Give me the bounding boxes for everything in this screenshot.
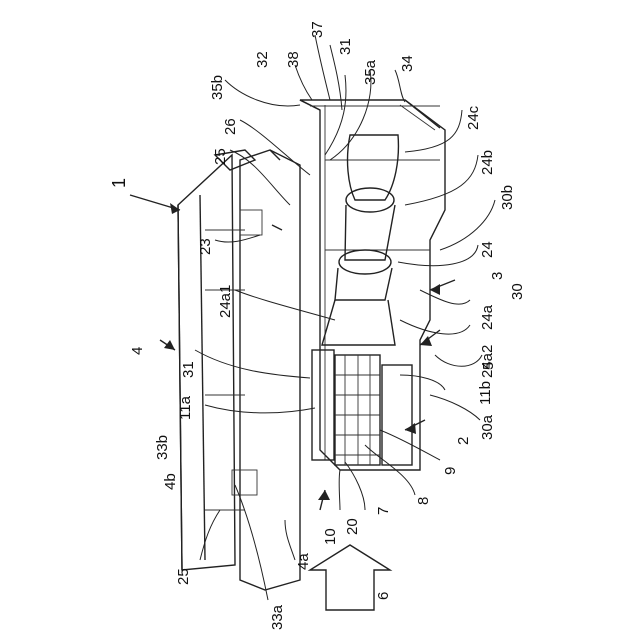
reference-labels: 1 2 3 4 4a 4b 5 6 7 8 9 10 11a 11b 20 23… xyxy=(109,21,526,630)
label-1: 1 xyxy=(109,178,129,188)
label-10: 10 xyxy=(322,528,339,545)
label-30b: 30b xyxy=(499,185,516,210)
label-34: 34 xyxy=(399,55,416,72)
label-31-top: 31 xyxy=(337,38,354,55)
label-24a2: 24a2 xyxy=(479,345,496,378)
label-11a: 11a xyxy=(177,395,194,420)
label-38: 38 xyxy=(285,51,302,68)
label-4a: 4a xyxy=(295,553,312,570)
outer-frame xyxy=(300,100,445,470)
label-6: 6 xyxy=(375,592,392,600)
label-24a1: 24a1 xyxy=(217,285,234,318)
label-23: 23 xyxy=(197,238,214,255)
label-24: 24 xyxy=(479,241,496,258)
label-30a: 30a xyxy=(479,414,496,440)
label-24b: 24b xyxy=(479,150,496,175)
label-26: 26 xyxy=(222,118,239,135)
label-4b: 4b xyxy=(162,473,179,490)
label-30: 30 xyxy=(509,283,526,300)
label-3: 3 xyxy=(489,272,506,280)
label-37: 37 xyxy=(309,21,326,38)
duct-assembly xyxy=(322,135,398,345)
label-35a: 35a xyxy=(362,59,379,85)
label-9: 9 xyxy=(442,467,459,475)
label-35b: 35b xyxy=(209,75,226,100)
label-11b: 11b xyxy=(477,381,494,405)
label-8: 8 xyxy=(415,497,432,505)
label-33b: 33b xyxy=(154,435,171,460)
label-7: 7 xyxy=(375,507,392,515)
label-24a: 24a xyxy=(479,304,496,330)
label-25-bottom: 25 xyxy=(175,568,192,585)
label-32: 32 xyxy=(254,51,271,68)
label-20: 20 xyxy=(344,518,361,535)
label-25-top: 25 xyxy=(212,148,229,165)
label-31-mid: 31 xyxy=(180,361,197,378)
label-2: 2 xyxy=(455,437,472,445)
lower-module xyxy=(312,350,412,465)
label-33a: 33a xyxy=(269,604,286,630)
label-4: 4 xyxy=(129,347,146,355)
label-24c: 24c xyxy=(465,105,482,130)
